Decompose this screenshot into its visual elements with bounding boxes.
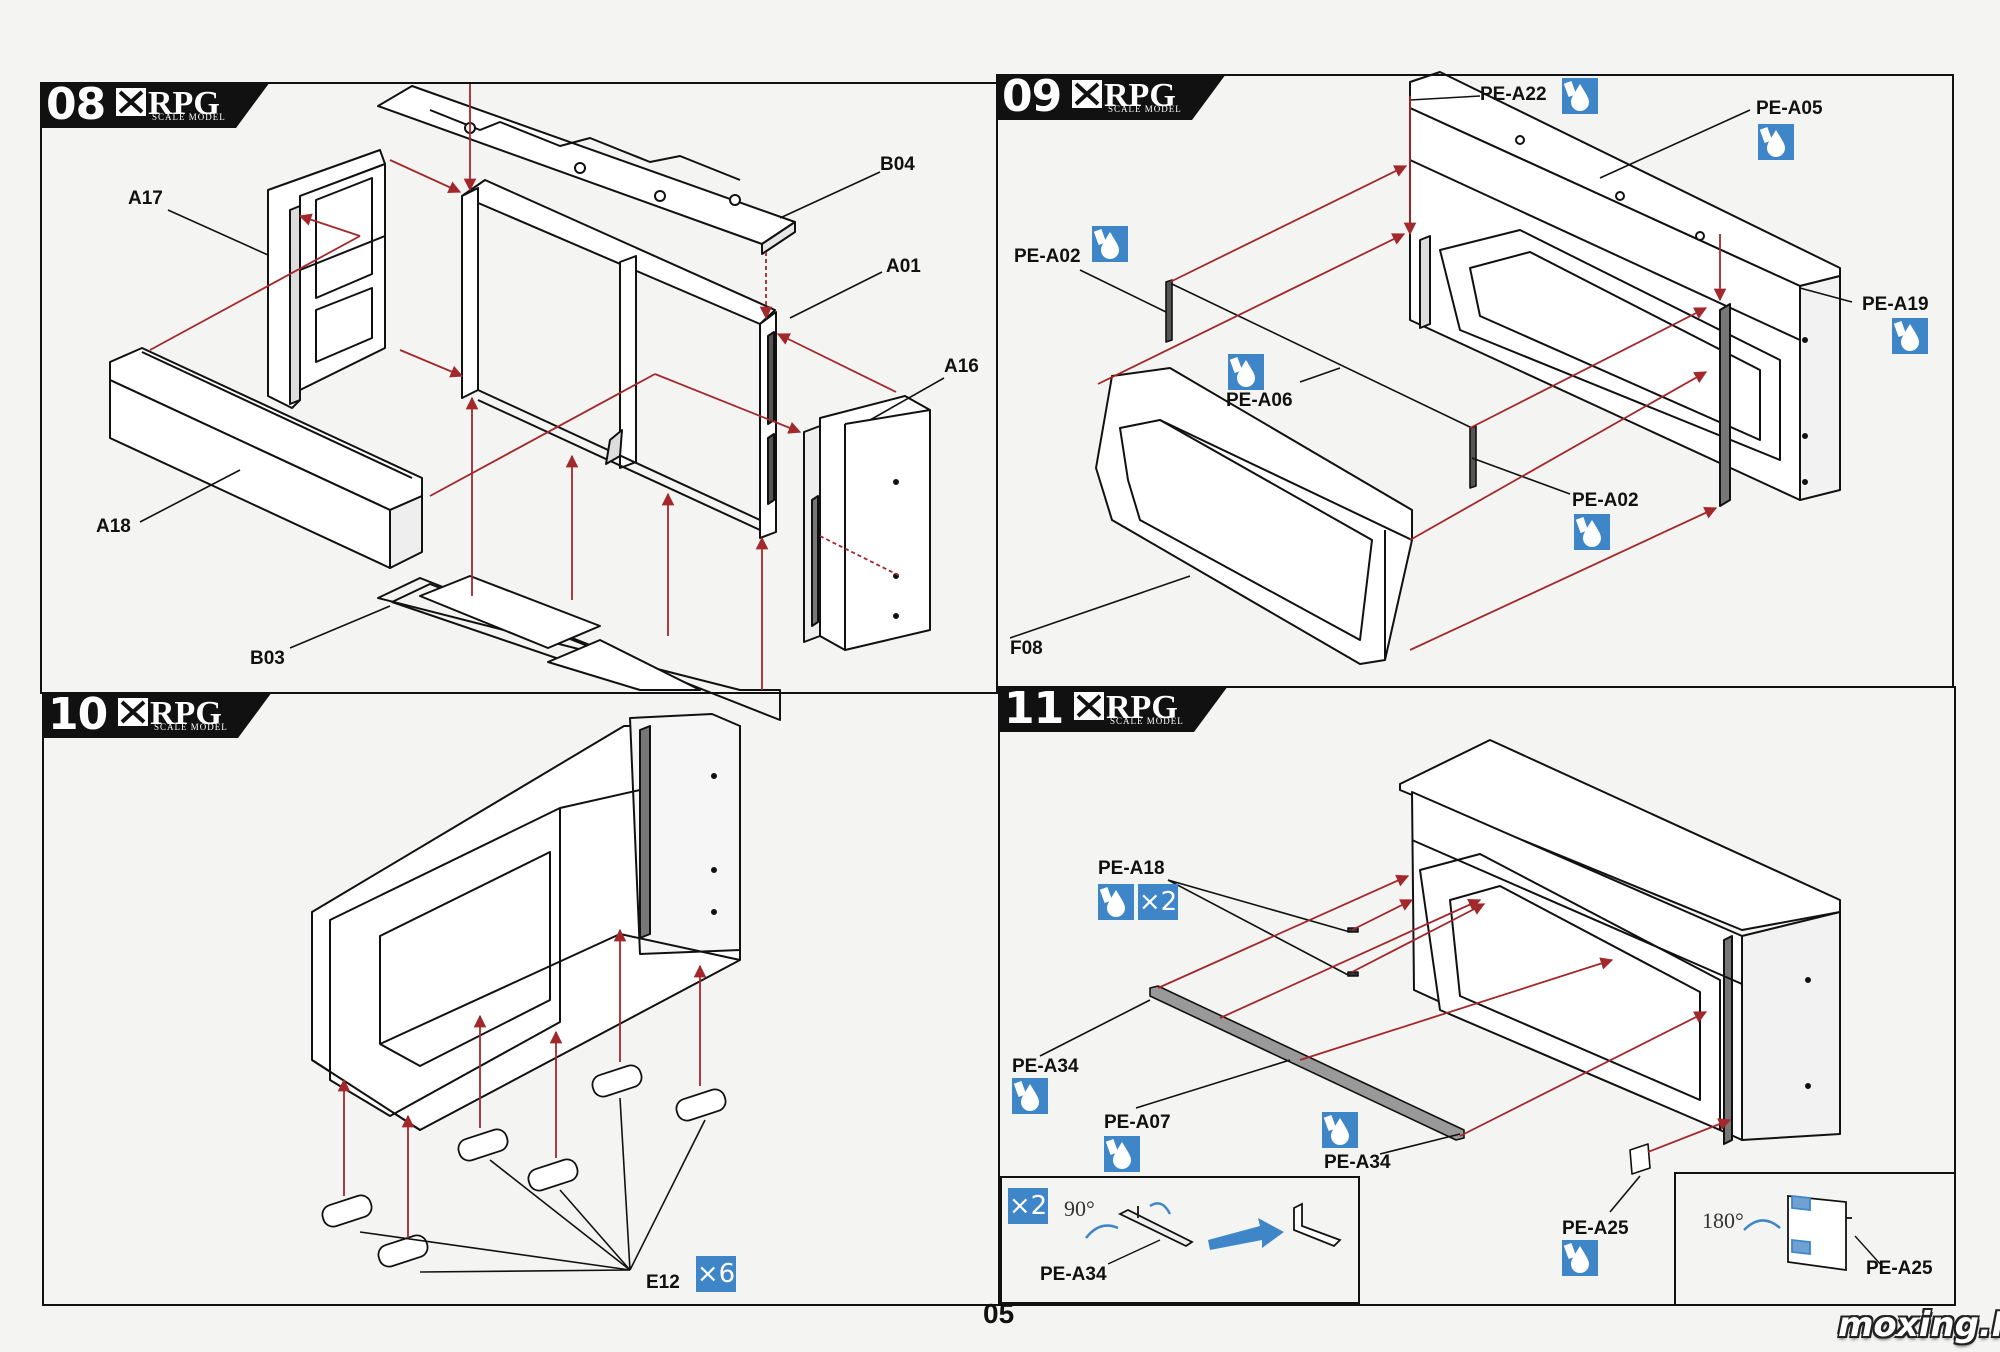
- brand-subtitle: SCALE MODEL: [154, 722, 228, 732]
- step-number: 10: [48, 689, 108, 740]
- glue-drop-icon: [1228, 354, 1264, 390]
- part-f08: [1095, 367, 1413, 665]
- brand-subtitle: SCALE MODEL: [1108, 104, 1182, 114]
- label-pe-a19: PE-A19: [1862, 294, 1929, 315]
- part-hull-11: [1399, 739, 1841, 1145]
- glue-drop-icon: [1092, 226, 1128, 262]
- label-a16: A16: [944, 356, 979, 377]
- step-badge-10: 10 RPG SCALE MODEL: [42, 692, 272, 738]
- inset-label-pe-a34: PE-A34: [1040, 1264, 1107, 1285]
- glue-drop-icon: [1758, 124, 1794, 160]
- step-08-drawing: [109, 85, 931, 721]
- step-11-arrows: [1157, 874, 1732, 1153]
- glue-drop-icon: [1104, 1136, 1140, 1172]
- watermark-text: moxing.NET: [1838, 1305, 2000, 1345]
- inset-box-left: [1000, 1176, 1360, 1304]
- glue-drop-icon: [1562, 1240, 1598, 1276]
- brand-name: RPG: [150, 695, 222, 732]
- part-a18: [109, 347, 423, 569]
- inset-label-pe-a25: PE-A25: [1866, 1258, 1933, 1279]
- glue-drop-icon: [1322, 1112, 1358, 1148]
- step-11-leaders: [1039, 879, 1641, 1213]
- quantity-badge-e12: ×6: [696, 1256, 736, 1292]
- label-e12: E12: [646, 1272, 680, 1293]
- step-09-drawing: [1095, 71, 1841, 665]
- step-08-leaders: [139, 171, 945, 649]
- panel-step-10: [42, 692, 1000, 1306]
- part-a17: [267, 149, 386, 409]
- brand-logo-icon: [1072, 80, 1102, 108]
- brand-logo-icon: [118, 698, 148, 726]
- step-09-leaders: [1009, 95, 1853, 639]
- label-pe-a07: PE-A07: [1104, 1112, 1171, 1133]
- inset-90-fold: [1085, 1202, 1342, 1265]
- part-a16: [803, 395, 931, 651]
- part-e12-set: [321, 1064, 727, 1268]
- label-pe-a06: PE-A06: [1226, 390, 1293, 411]
- step-number: 08: [46, 79, 106, 130]
- label-pe-a02-bottom: PE-A02: [1572, 490, 1639, 511]
- label-pe-a05: PE-A05: [1756, 98, 1823, 119]
- angle-90: 90°: [1064, 1196, 1095, 1221]
- brand-logo-icon: [1074, 692, 1104, 720]
- step-10-drawing: [311, 713, 741, 1268]
- step-09-arrows: [1097, 96, 1727, 651]
- glue-drop-icon: [1098, 884, 1134, 920]
- label-a18: A18: [96, 516, 131, 537]
- part-b03: [377, 575, 781, 721]
- step-number: 09: [1002, 71, 1062, 122]
- step-11-drawing: [1149, 739, 1841, 1175]
- inset-box-right: [1674, 1172, 1956, 1306]
- label-pe-a34-right: PE-A34: [1324, 1152, 1391, 1173]
- part-pe-a25-piece: [1629, 1143, 1651, 1175]
- label-pe-a18: PE-A18: [1098, 858, 1165, 879]
- brand-name: RPG: [1104, 77, 1176, 114]
- label-pe-a25: PE-A25: [1562, 1218, 1629, 1239]
- label-a17: A17: [128, 188, 163, 209]
- label-f08: F08: [1010, 638, 1043, 659]
- glue-drop-icon: [1012, 1078, 1048, 1114]
- glue-drop-icon: [1562, 78, 1598, 114]
- glue-drop-icon: [1574, 514, 1610, 550]
- step-number: 11: [1004, 683, 1064, 734]
- inset-180-fold: [1743, 1194, 1883, 1272]
- panel-step-08: [40, 82, 998, 694]
- part-hull-09: [1409, 71, 1841, 507]
- step-10-arrows: [337, 928, 707, 1238]
- part-hull-10: [311, 713, 741, 1131]
- brand-subtitle: SCALE MODEL: [1110, 716, 1184, 726]
- step-10-leaders: [359, 1097, 706, 1273]
- brand-name: RPG: [148, 85, 220, 122]
- part-pe-a02-strip: [1165, 279, 1477, 489]
- label-b04: B04: [880, 154, 915, 175]
- step-badge-08: 08 RPG SCALE MODEL: [40, 82, 270, 128]
- page-number: 05: [983, 1298, 1015, 1329]
- brand-subtitle: SCALE MODEL: [152, 112, 226, 122]
- panel-step-09: [996, 74, 1954, 688]
- brand-logo-icon: [116, 88, 146, 116]
- label-a01: A01: [886, 256, 921, 277]
- label-pe-a22: PE-A22: [1480, 84, 1547, 105]
- label-pe-a34-left: PE-A34: [1012, 1056, 1079, 1077]
- part-a01: [461, 179, 777, 539]
- angle-180: 180°: [1702, 1208, 1744, 1233]
- panel-step-11: [998, 686, 1956, 1306]
- step-badge-11: 11 RPG SCALE MODEL: [998, 686, 1228, 732]
- step-badge-09: 09 RPG SCALE MODEL: [996, 74, 1226, 120]
- quantity-badge-inset: ×2: [1008, 1188, 1048, 1224]
- quantity-badge-pe-a18: ×2: [1138, 884, 1178, 920]
- label-pe-a02-top: PE-A02: [1014, 246, 1081, 267]
- brand-name: RPG: [1106, 689, 1178, 726]
- glue-drop-icon: [1892, 318, 1928, 354]
- label-b03: B03: [250, 648, 285, 669]
- step-08-arrows: [149, 84, 901, 690]
